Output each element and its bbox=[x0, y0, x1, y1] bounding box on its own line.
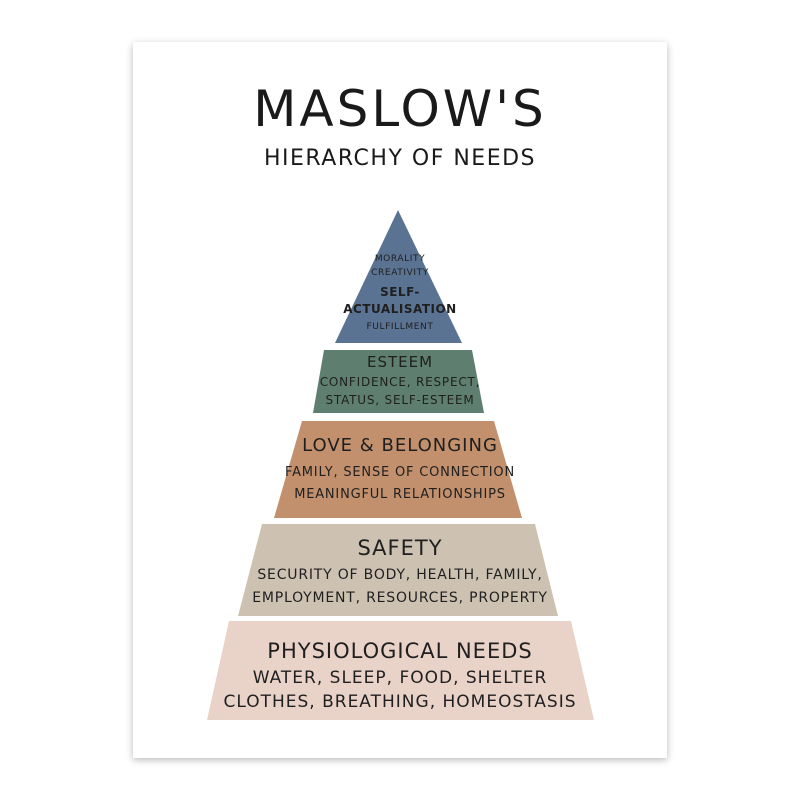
tier-love-belonging-line1: FAMILY, SENSE OF CONNECTION bbox=[285, 465, 515, 480]
tier-love-belonging-shape bbox=[274, 421, 522, 518]
tier-safety-line1: SECURITY OF BODY, HEALTH, FAMILY, bbox=[257, 567, 543, 583]
tier-esteem-line1: CONFIDENCE, RESPECT, bbox=[319, 375, 481, 389]
tier-esteem-line2: STATUS, SELF-ESTEEM bbox=[325, 393, 475, 407]
tier-physiological-line1: WATER, SLEEP, FOOD, SHELTER bbox=[252, 668, 548, 688]
tier-physiological-title: PHYSIOLOGICAL NEEDS bbox=[267, 639, 533, 663]
tier-self-actualisation-item: FULFILLMENT bbox=[366, 322, 434, 332]
tier-self-actualisation-item: CREATIVITY bbox=[371, 268, 429, 278]
tier-love-belonging-line2: MEANINGFUL RELATIONSHIPS bbox=[294, 487, 506, 502]
tier-self-actualisation-shape bbox=[335, 210, 462, 343]
tier-self-actualisation-title-line1: SELF- bbox=[380, 285, 420, 299]
tier-safety-line2: EMPLOYMENT, RESOURCES, PROPERTY bbox=[252, 590, 548, 606]
tier-self-actualisation-title-line2: ACTUALISATION bbox=[343, 302, 457, 316]
tier-physiological-line2: CLOTHES, BREATHING, HOMEOSTASIS bbox=[223, 692, 577, 712]
tier-esteem-title: ESTEEM bbox=[366, 353, 434, 371]
tier-esteem-shape bbox=[313, 350, 484, 413]
poster-title: MASLOW'S bbox=[253, 80, 547, 138]
tier-self-actualisation-item: MORALITY bbox=[374, 254, 426, 264]
tier-love-belonging-title: LOVE & BELONGING bbox=[302, 435, 498, 456]
poster-subtitle: HIERARCHY OF NEEDS bbox=[263, 146, 537, 171]
tier-physiological-shape bbox=[207, 621, 594, 720]
tier-safety-title: SAFETY bbox=[357, 536, 443, 560]
tier-safety-shape bbox=[238, 524, 558, 616]
